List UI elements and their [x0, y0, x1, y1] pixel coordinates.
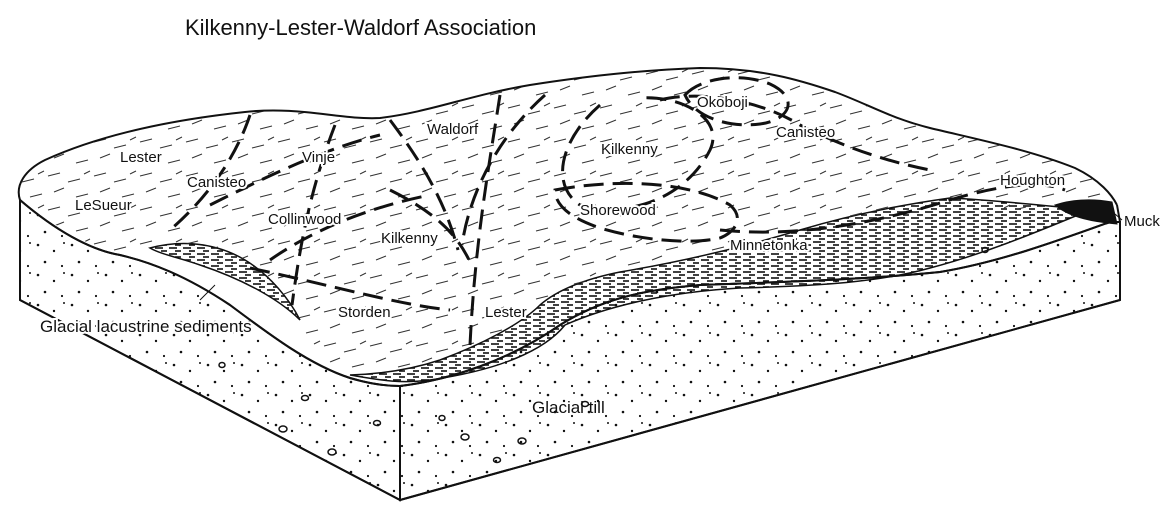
label-lesueur: LeSueur [75, 197, 132, 214]
label-minnetonka: Minnetonka [730, 237, 808, 254]
label-muck: Muck [1124, 213, 1160, 230]
label-kilkenny-center: Kilkenny [381, 230, 438, 247]
label-houghton: Houghton [1000, 172, 1065, 189]
label-shorewood: Shorewood [580, 202, 656, 219]
label-glacial-till: Glacial till [532, 398, 605, 417]
label-lester-nw: Lester [120, 149, 162, 166]
label-lacustrine: Glacial lacustrine sediments [40, 317, 252, 336]
label-kilkenny-ne: Kilkenny [601, 141, 658, 158]
label-canisteo-e: Canisteo [776, 124, 835, 141]
label-vinje: Vinje [302, 149, 335, 166]
label-okoboji: Okoboji [697, 94, 748, 111]
label-lester-s: Lester [485, 304, 527, 321]
diagram-title: Kilkenny-Lester-Waldorf Association [185, 15, 536, 40]
label-storden: Storden [338, 304, 391, 321]
label-canisteo-w: Canisteo [187, 174, 246, 191]
label-collinwood: Collinwood [268, 211, 341, 228]
label-waldorf: Waldorf [427, 121, 479, 138]
